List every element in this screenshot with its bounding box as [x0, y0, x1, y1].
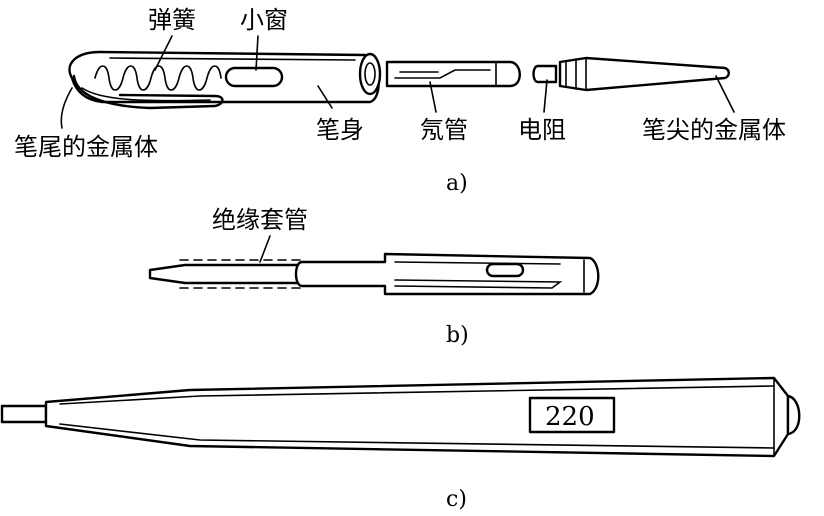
- leader-insulating-sleeve: [259, 235, 271, 263]
- exploded-view: 弹簧 小窗 笔尾的金属体 笔身 氖管 电阻 笔尖的金属体 a): [14, 6, 786, 196]
- label-window: 小窗: [240, 6, 288, 34]
- digital-pen-view: 220 c): [0, 376, 801, 512]
- neon-tube: [385, 60, 521, 88]
- leader-tail-metal: [60, 87, 73, 129]
- digital-pen-end-cap: [786, 394, 801, 436]
- digital-display: [528, 396, 616, 434]
- leader-spring: [154, 35, 173, 71]
- label-spring: 弹簧: [148, 6, 196, 34]
- neon-tube-electrode-a: [394, 69, 491, 79]
- pen-body-end-ring-inner: [364, 62, 376, 86]
- pen-body-top-line: [109, 57, 356, 61]
- label-resistor: 电阻: [518, 116, 566, 144]
- leader-tip-metal: [715, 75, 735, 113]
- pen-body-end-ring: [358, 52, 382, 96]
- label-tail-metal: 笔尾的金属体: [14, 133, 158, 161]
- handle-clip: [394, 261, 563, 289]
- digital-pen-body-upper-line: [59, 385, 775, 405]
- digital-pen-body-lower-line: [59, 423, 775, 449]
- caption-b: b): [446, 323, 469, 348]
- label-insulating-sleeve: 绝缘套管: [212, 206, 308, 234]
- pen-clip: [72, 74, 224, 110]
- pen-clip-inner: [81, 87, 211, 102]
- pen-tip: [558, 56, 730, 92]
- digital-pen-probe: [0, 404, 48, 424]
- digital-display-value: 220: [545, 402, 595, 432]
- screwdriver-window: [485, 262, 525, 278]
- resistor: [532, 64, 558, 84]
- leader-window: [255, 35, 259, 71]
- screwdriver-blade: [148, 263, 302, 285]
- digital-pen-body: [44, 376, 790, 458]
- caption-a: a): [446, 171, 468, 196]
- insulating-sleeve: [179, 259, 303, 289]
- label-neon-tube: 氖管: [420, 116, 468, 144]
- leader-body: [317, 85, 333, 109]
- caption-c: c): [446, 487, 467, 512]
- spring-coils: [94, 65, 222, 91]
- label-body: 笔身: [316, 116, 364, 144]
- leader-resistor: [543, 79, 548, 113]
- leader-neon-tube: [429, 81, 437, 113]
- screwdriver-view: 绝缘套管 b): [148, 206, 600, 348]
- label-tip-metal: 笔尖的金属体: [642, 116, 786, 144]
- window-slot: [224, 66, 284, 88]
